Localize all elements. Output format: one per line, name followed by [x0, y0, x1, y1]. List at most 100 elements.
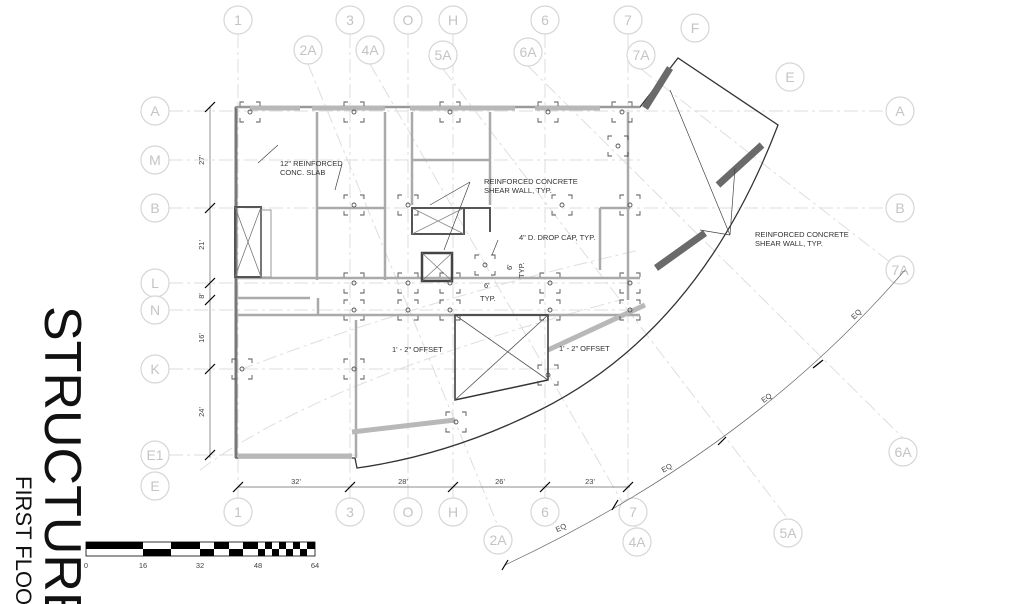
- grid-bubble-label: H: [448, 12, 458, 28]
- stairs-and-elevators: [234, 206, 549, 401]
- scale-bar-labels: 0 16 32 48 64: [84, 561, 319, 570]
- grid-bubble-bottom: O: [393, 497, 423, 527]
- grid-bubble-top: 6A: [513, 37, 543, 67]
- dimension-ticks: [204, 101, 824, 571]
- scale-tick-32: 32: [196, 561, 204, 570]
- grid-bubble-top: 7A: [626, 40, 656, 70]
- dim-eq: EQ: [759, 391, 773, 405]
- grid-bubble-label: 6: [541, 12, 549, 28]
- grid-bubble-label: B: [895, 200, 904, 216]
- column: [551, 194, 573, 216]
- dim-23: 23': [585, 477, 595, 486]
- note-shear-wall-1a: REINFORCED CONCRETE: [484, 177, 578, 186]
- grid-bubble-bottom: 6: [530, 497, 560, 527]
- column: [439, 101, 461, 123]
- grid-bubble-right: B: [885, 193, 915, 223]
- grid-bubble-label: 6: [541, 504, 549, 520]
- dim-eq: EQ: [849, 307, 863, 321]
- grid-bubble-top: 7: [613, 5, 643, 35]
- column: [537, 101, 559, 123]
- grid-bubble-left: N: [140, 295, 170, 325]
- grid-bubble-label: 1: [234, 12, 242, 28]
- note-typ-horizontal: TYP.: [480, 294, 496, 303]
- scale-tick-16: 16: [139, 561, 147, 570]
- dim-8: 8': [197, 293, 206, 299]
- scale-bar-segment: [265, 542, 272, 549]
- column: [343, 272, 365, 294]
- scale-bar-segment: [86, 542, 143, 549]
- scale-bar-segment: [258, 549, 265, 556]
- sheet-subtitle: FIRST FLOOR: [11, 476, 36, 604]
- grid-bubble-label: F: [691, 20, 700, 36]
- grid-bubble-label: 2A: [489, 532, 507, 548]
- column: [397, 194, 419, 216]
- column: [619, 299, 641, 321]
- grid-bubble-label: O: [403, 12, 414, 28]
- grid-bubble-label: E: [150, 478, 159, 494]
- note-typ-vertical: TYP.: [517, 262, 526, 278]
- note-6-vertical: 6': [505, 264, 514, 270]
- grid-bubble-label: 7A: [632, 47, 650, 63]
- column: [619, 272, 641, 294]
- scale-tick-48: 48: [254, 561, 262, 570]
- grid-bubble-label: 2A: [299, 42, 317, 58]
- grid-bubble-label: 5A: [434, 47, 452, 63]
- interior-walls: [238, 105, 647, 459]
- dim-26: 26': [495, 477, 505, 486]
- column: [397, 299, 419, 321]
- columns: [231, 101, 641, 433]
- note-drop-cap: 4" D. DROP CAP, TYP.: [519, 233, 595, 242]
- scale-bar-segment: [272, 549, 279, 556]
- grid-bubble-label: E1: [146, 447, 163, 463]
- column: [539, 272, 561, 294]
- grid-bubble-label: B: [150, 200, 159, 216]
- grid-bubble-bottom: 7: [618, 497, 648, 527]
- grid-bubble-label: 6A: [894, 444, 912, 460]
- grid-bubble-bottom: H: [438, 497, 468, 527]
- scale-tick-0: 0: [84, 561, 88, 570]
- scale-bar-segment: [214, 542, 229, 549]
- scale-tick-64: 64: [311, 561, 319, 570]
- grid-bubble-top: H: [438, 5, 468, 35]
- grid-bubble-bottom: 3: [335, 497, 365, 527]
- dim-21: 21': [197, 240, 206, 250]
- scale-bar-segment: [307, 542, 315, 549]
- grid-bubble-left: E1: [140, 440, 170, 470]
- grid-bubble-top: 5A: [428, 40, 458, 70]
- note-shear-wall-1b: SHEAR WALL, TYP.: [484, 186, 552, 195]
- column: [343, 358, 365, 380]
- dim-28: 28': [398, 477, 408, 486]
- grid-bubble-label: 7A: [891, 262, 909, 278]
- scale-bar-segment: [279, 542, 286, 549]
- grid-bubble-label: 4A: [628, 534, 646, 550]
- column: [474, 254, 496, 276]
- grid-bubble-label: 7: [629, 504, 637, 520]
- column: [611, 101, 633, 123]
- grid-bubble-right: 6A: [888, 437, 918, 467]
- grid-bubble-top: 2A: [293, 35, 323, 65]
- column: [619, 194, 641, 216]
- grid-bubble-top: 3: [335, 5, 365, 35]
- grid-bubble-top: E: [775, 62, 805, 92]
- note-slab-2: CONC. SLAB: [280, 168, 325, 177]
- note-shear-wall-2b: SHEAR WALL, TYP.: [755, 239, 823, 248]
- scale-bar-segment: [171, 542, 200, 549]
- grid-bubble-label: M: [149, 152, 161, 168]
- note-shear-wall-2a: REINFORCED CONCRETE: [755, 230, 849, 239]
- note-offset-right: 1' - 2" OFFSET: [559, 344, 610, 353]
- scale-bar-segment: [286, 549, 293, 556]
- grid-bubble-label: 3: [346, 504, 354, 520]
- grid-bubble-left: K: [140, 354, 170, 384]
- grid-bubble-label: 5A: [779, 525, 797, 541]
- dim-32: 32': [291, 477, 301, 486]
- column: [539, 299, 561, 321]
- grid-bubble-label: A: [895, 103, 905, 119]
- grid-bubble-top: O: [393, 5, 423, 35]
- scale-bar-segment: [143, 549, 171, 556]
- grid-bubble-bottom: 4A: [622, 527, 652, 557]
- scale-bar-segment: [229, 549, 243, 556]
- grid-bubble-label: 7: [624, 12, 632, 28]
- grid-bubble-top: 1: [223, 5, 253, 35]
